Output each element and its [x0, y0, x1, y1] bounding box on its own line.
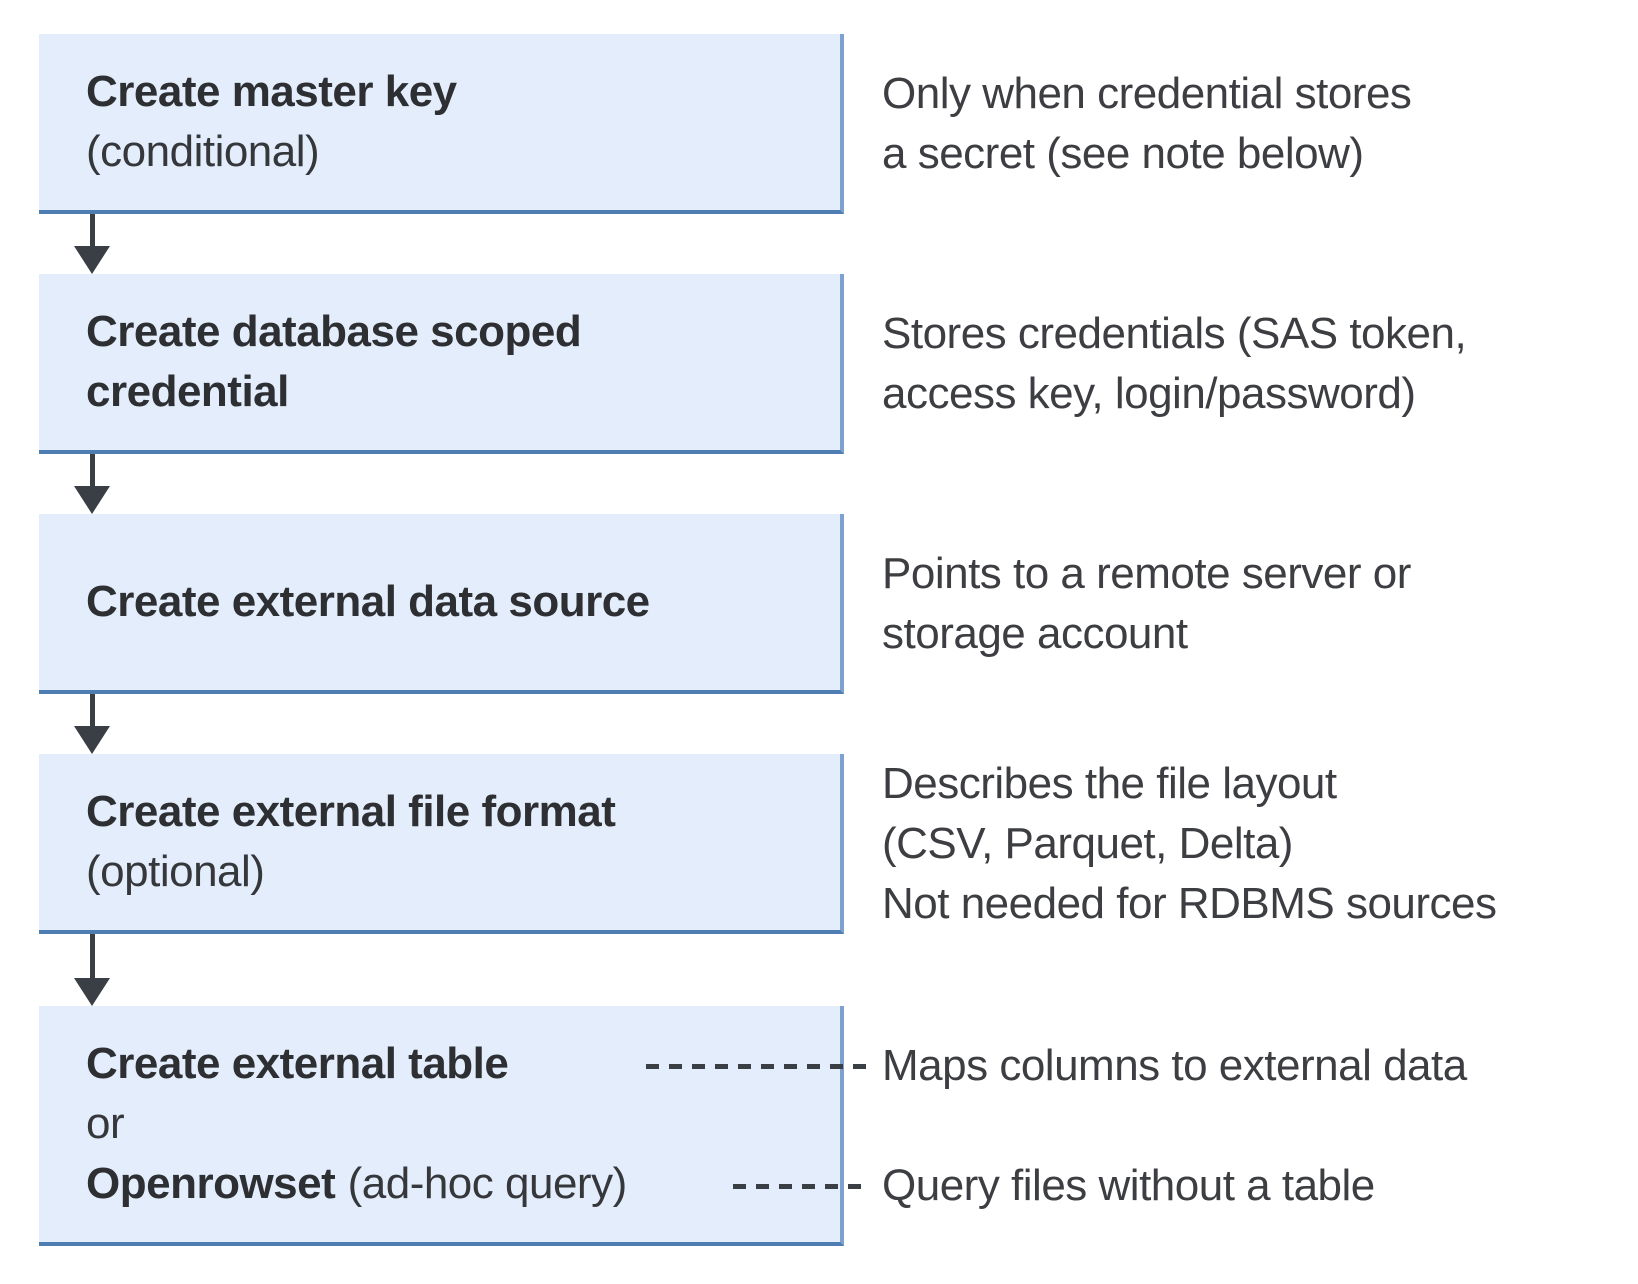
step4-description-line2: (CSV, Parquet, Delta)	[882, 819, 1293, 868]
step3-description: Points to a remote server or storage acc…	[882, 514, 1411, 694]
box-create-external-table-or-openrowset: Create external table or Openrowset(ad-h…	[39, 1006, 844, 1246]
step2-description: Stores credentials (SAS token, access ke…	[882, 274, 1467, 454]
step1-description: Only when credential stores a secret (se…	[882, 34, 1412, 214]
step4-description: Describes the file layout (CSV, Parquet,…	[882, 754, 1497, 934]
step4-description-line1: Describes the file layout	[882, 759, 1337, 808]
step2-title-line1: Create database scoped	[86, 307, 582, 356]
box-create-external-data-source: Create external data source	[39, 514, 844, 694]
arrow-head	[74, 246, 110, 274]
step4-title: Create external file format	[86, 787, 616, 836]
box-create-master-key: Create master key (conditional)	[39, 34, 844, 214]
step5-description-option1: Maps columns to external data	[882, 1036, 1467, 1096]
step5-description-option2-text: Query files without a table	[882, 1161, 1375, 1210]
step3-title: Create external data source	[86, 577, 650, 626]
box-create-external-file-format: Create external file format (optional)	[39, 754, 844, 934]
step1-description-line2: a secret (see note below)	[882, 129, 1364, 178]
box-create-database-scoped-credential: Create database scoped credential	[39, 274, 844, 454]
step1-description-line1: Only when credential stores	[882, 69, 1412, 118]
arrow-head	[74, 978, 110, 1006]
flow-arrow-down-icon	[73, 454, 111, 514]
step4-description-line3: Not needed for RDBMS sources	[882, 879, 1497, 928]
arrow-head	[74, 486, 110, 514]
step5-conjunction: or	[86, 1099, 125, 1148]
flow-arrow-down-icon	[73, 214, 111, 274]
step5-option1-title: Create external table	[86, 1039, 509, 1088]
arrow-stem	[89, 934, 95, 978]
arrow-head	[74, 726, 110, 754]
arrow-stem	[89, 694, 95, 726]
arrow-stem	[89, 214, 95, 246]
flow-arrow-down-icon	[73, 694, 111, 754]
step5-description-option1-text: Maps columns to external data	[882, 1041, 1467, 1090]
step1-title: Create master key	[86, 67, 457, 116]
step2-description-line2: access key, login/password)	[882, 369, 1416, 418]
step4-note: (optional)	[86, 847, 265, 896]
step2-description-line1: Stores credentials (SAS token,	[882, 309, 1467, 358]
step5-option2-line: Openrowset(ad-hoc query)	[86, 1154, 830, 1214]
step3-description-line2: storage account	[882, 609, 1188, 658]
step5-description-option2: Query files without a table	[882, 1156, 1375, 1216]
step2-title-line2: credential	[86, 367, 289, 416]
step5-option2-title: Openrowset	[86, 1159, 336, 1208]
step3-description-line1: Points to a remote server or	[882, 549, 1411, 598]
dashed-connector-line-external-table	[646, 1064, 868, 1069]
arrow-stem	[89, 454, 95, 486]
flow-arrow-down-icon	[73, 934, 111, 1006]
step5-option2-suffix: (ad-hoc query)	[347, 1159, 628, 1208]
dashed-connector-line-openrowset	[733, 1184, 868, 1189]
step1-note: (conditional)	[86, 127, 320, 176]
